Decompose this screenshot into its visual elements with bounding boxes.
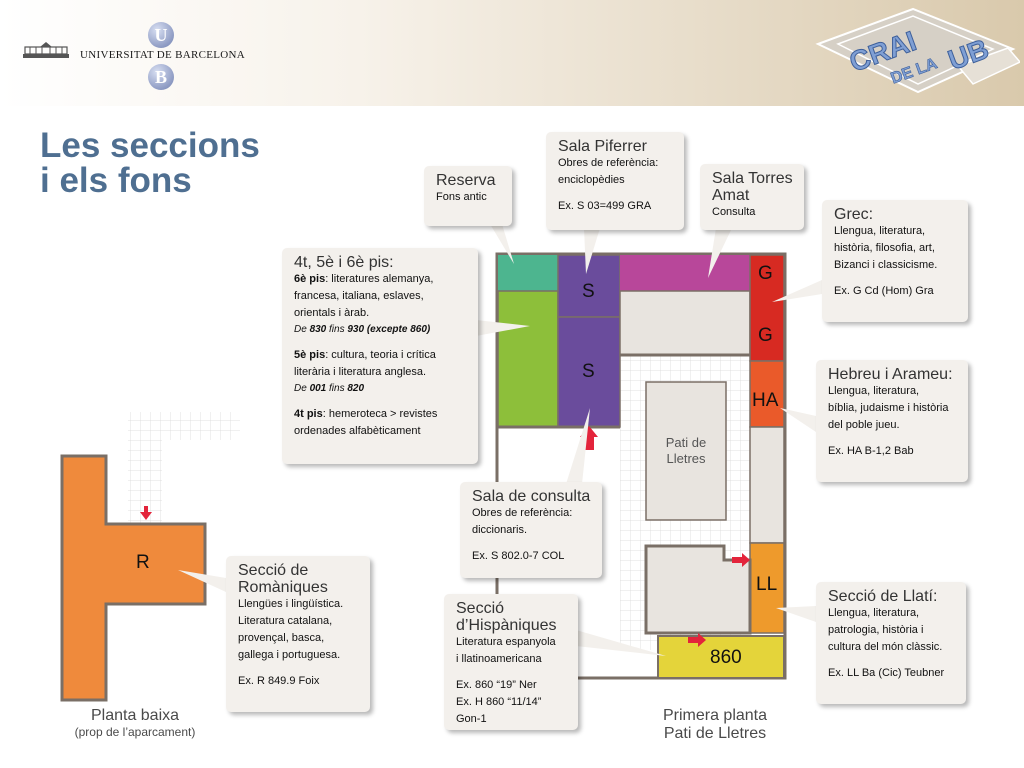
room-hebreu (749, 360, 785, 428)
logo-letter-u: U (148, 22, 174, 48)
room-llati (749, 542, 785, 634)
callout-hebreu-arameu: Hebreu i Arameu: Llengua, literatura, bí… (816, 360, 968, 482)
room-4t5e6e (497, 290, 559, 428)
university-name: UNIVERSITAT DE BARCELONA (80, 49, 246, 61)
room-sala-consulta (557, 316, 621, 428)
callout-pisos: 4t, 5è i 6è pis: 6è pis: literatures ale… (282, 248, 478, 464)
pointer-torres (708, 228, 732, 278)
header-banner: UNIVERSITAT DE BARCELONA U B CRAI DE LA … (0, 0, 1024, 106)
room-label-g2: G (758, 325, 773, 346)
callout-hispaniques: Secció d’Hispàniques Literatura espanyol… (444, 594, 578, 730)
callout-llati: Secció de Llatí: Llengua, literatura, pa… (816, 582, 966, 704)
callout-sala-torres-amat: Sala Torres Amat Consulta (700, 164, 804, 230)
room-label-g1: G (758, 263, 773, 284)
room-860 (657, 635, 785, 679)
room-label-ll: LL (756, 574, 778, 595)
pointer-hebreu (780, 408, 816, 432)
room-reserva (498, 255, 558, 291)
callout-sala-piferrer: Sala Piferrer Obres de referència: encic… (546, 132, 684, 230)
room-label-860: 860 (710, 647, 742, 668)
room-romaniques (60, 454, 207, 702)
room-label-s-top: S (582, 281, 595, 302)
pointer-grec (772, 280, 822, 302)
pointer-pisos (476, 320, 530, 336)
room-floor-top (619, 290, 751, 356)
pointer-reserva (490, 224, 514, 264)
room-right-floor (749, 426, 785, 544)
caption-planta-baixa: Planta baixa (prop de l’aparcament) (74, 707, 196, 739)
pointer-llati (776, 606, 816, 622)
building-outer-wall (495, 252, 787, 680)
university-seal-icon (23, 42, 69, 58)
page-title: Les seccions i els fons (40, 128, 260, 198)
room-label-s-bottom: S (582, 361, 595, 382)
arrow-860 (688, 633, 706, 647)
pointer-consulta (566, 408, 590, 484)
callout-romaniques: Secció de Romàniques Llengües i lingüíst… (226, 556, 370, 712)
room-grec (749, 254, 785, 362)
patio-lletres (645, 381, 727, 521)
callout-sala-consulta: Sala de consulta Obres de referència: di… (460, 482, 602, 578)
callout-grec: Grec: Llengua, literatura, història, fil… (822, 200, 968, 322)
pointer-hispaniques (576, 630, 666, 656)
pointer-piferrer (584, 228, 600, 274)
room-label-ha: HA (752, 390, 779, 411)
title-line-2: i els fons (40, 161, 192, 200)
pointer-romaniques (178, 570, 226, 592)
crai-ub-logo: CRAI DE LA UB (815, 7, 1020, 94)
ground-corridor-grid-vertical (128, 412, 162, 524)
room-label-r: R (136, 552, 150, 573)
ground-entry-arrow (140, 512, 152, 520)
room-torres-amat (620, 255, 750, 291)
title-line-1: Les seccions (40, 126, 260, 165)
arrow-ll (732, 553, 750, 567)
caption-primera-planta: Primera planta Pati de Lletres (662, 707, 768, 742)
callout-reserva: Reserva Fons antic (424, 166, 512, 226)
logo-letter-b: B (148, 64, 174, 90)
patio-label: Pati de Lletres (665, 435, 707, 466)
room-piferrer (557, 254, 621, 318)
